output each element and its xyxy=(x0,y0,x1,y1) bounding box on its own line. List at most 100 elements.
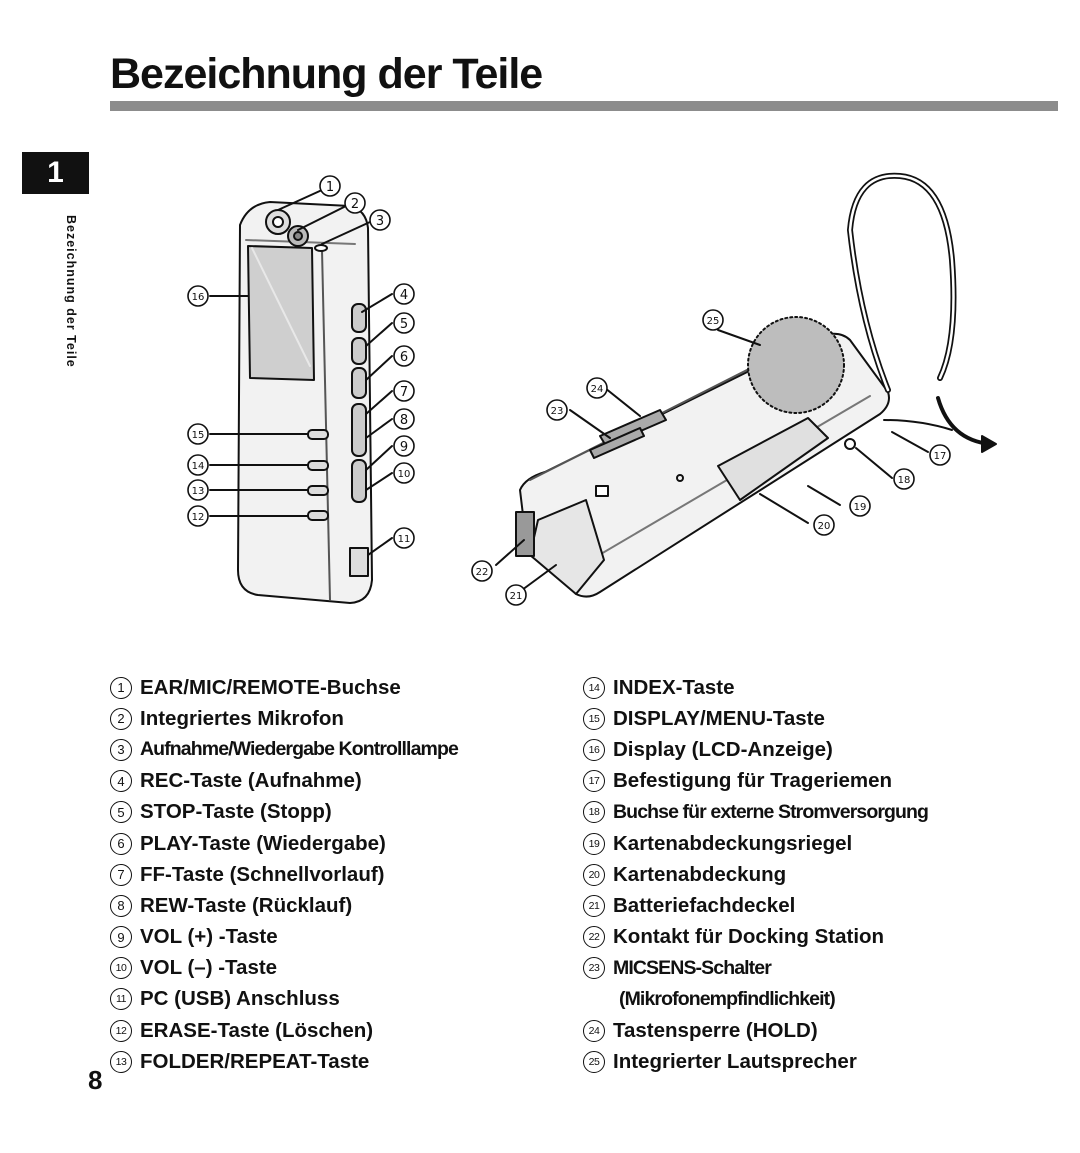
legend-text: INDEX-Taste xyxy=(613,675,735,699)
callout-4: 4 xyxy=(393,283,415,305)
legend-text: Aufnahme/Wiedergabe Kontrolllampe xyxy=(140,738,459,761)
svg-text:1: 1 xyxy=(326,180,334,195)
callout-19: 19 xyxy=(849,495,871,517)
legend-text: Befestigung für Trageriemen xyxy=(613,769,893,793)
legend-number: 1 xyxy=(110,676,132,699)
legend-item-19: 19 Kartenabdeckungsriegel xyxy=(583,828,928,859)
legend-item-5: 5 STOP-Taste (Stopp) xyxy=(110,797,458,828)
svg-text:16: 16 xyxy=(192,292,205,303)
callout-18: 18 xyxy=(893,468,915,490)
legend-number: 24 xyxy=(583,1019,605,1042)
index-key xyxy=(307,460,329,471)
callout-20: 20 xyxy=(813,514,835,536)
folder-repeat-key xyxy=(307,485,329,496)
legend-text: PC (USB) Anschluss xyxy=(140,987,340,1011)
legend-text: Batteriefachdeckel xyxy=(613,893,796,917)
svg-text:2: 2 xyxy=(351,197,359,212)
legend-number: 8 xyxy=(110,894,132,917)
callout-22: 22 xyxy=(471,560,493,582)
legend-text: Kontakt für Docking Station xyxy=(613,925,885,949)
volume-button xyxy=(351,459,367,503)
legend-number: 19 xyxy=(583,832,605,855)
legend-text: STOP-Taste (Stopp) xyxy=(140,800,332,824)
usb-port xyxy=(349,547,369,577)
legend-number: 17 xyxy=(583,770,605,793)
legend-text: Kartenabdeckungsriegel xyxy=(613,831,853,855)
svg-text:8: 8 xyxy=(400,413,408,428)
legend-number: 15 xyxy=(583,707,605,730)
callout-5: 5 xyxy=(393,312,415,334)
svg-text:25: 25 xyxy=(707,316,720,327)
callout-25: 25 xyxy=(702,309,724,331)
svg-text:22: 22 xyxy=(476,567,489,578)
legend-text: VOL (+) -Taste xyxy=(140,925,278,949)
legend-item-24: 24 Tastensperre (HOLD) xyxy=(583,1015,928,1046)
legend-text: FF-Taste (Schnellvorlauf) xyxy=(140,862,385,886)
svg-text:7: 7 xyxy=(400,385,408,400)
svg-text:3: 3 xyxy=(376,214,384,229)
legend-item-15: 15 DISPLAY/MENU-Taste xyxy=(583,703,928,734)
legend-text: DISPLAY/MENU-Taste xyxy=(613,706,825,730)
svg-text:19: 19 xyxy=(854,502,867,513)
legend-number: 10 xyxy=(110,957,132,980)
callout-24: 24 xyxy=(586,377,608,399)
chapter-tab: 1 xyxy=(22,152,89,194)
record-led xyxy=(314,244,328,252)
docking-contact xyxy=(515,511,535,557)
erase-key xyxy=(307,510,329,521)
legend-item-13: 13 FOLDER/REPEAT-Taste xyxy=(110,1046,458,1077)
legend-text: MICSENS-Schalter xyxy=(613,956,772,979)
legend-text: Integrierter Lautsprecher xyxy=(613,1049,857,1073)
callout-23: 23 xyxy=(546,399,568,421)
legend-text: ERASE-Taste (Löschen) xyxy=(140,1018,374,1042)
svg-text:10: 10 xyxy=(398,469,411,480)
legend-number: 21 xyxy=(583,894,605,917)
svg-text:23: 23 xyxy=(551,406,564,417)
legend-item-8: 8 REW-Taste (Rücklauf) xyxy=(110,890,458,921)
legend-item-23-continuation: (Mikrofonempfindlichkeit) xyxy=(583,984,928,1015)
legend-item-11: 11 PC (USB) Anschluss xyxy=(110,984,458,1015)
legend-item-17: 17 Befestigung für Trageriemen xyxy=(583,766,928,797)
stop-button xyxy=(351,337,367,365)
callout-9: 9 xyxy=(393,435,415,457)
svg-text:14: 14 xyxy=(192,461,205,472)
callout-2: 2 xyxy=(344,192,366,214)
callout-6: 6 xyxy=(393,345,415,367)
legend-text: REW-Taste (Rücklauf) xyxy=(140,893,353,917)
callout-14: 14 xyxy=(187,454,209,476)
callout-13: 13 xyxy=(187,479,209,501)
legend-number: 13 xyxy=(110,1050,132,1073)
legend-number: 2 xyxy=(110,707,132,730)
legend-number: 11 xyxy=(110,988,132,1011)
svg-text:18: 18 xyxy=(898,475,911,486)
svg-text:17: 17 xyxy=(934,451,947,462)
svg-text:24: 24 xyxy=(591,384,604,395)
page-title: Bezeichnung der Teile xyxy=(110,50,543,98)
legend-number: 22 xyxy=(583,926,605,949)
callout-16: 16 xyxy=(187,285,209,307)
svg-text:20: 20 xyxy=(818,521,831,532)
legend-number: 18 xyxy=(583,801,605,824)
svg-text:6: 6 xyxy=(400,350,408,365)
legend-number: 6 xyxy=(110,832,132,855)
legend-text: FOLDER/REPEAT-Taste xyxy=(140,1049,370,1073)
legend-number: 5 xyxy=(110,801,132,824)
legend-text: Display (LCD-Anzeige) xyxy=(613,737,833,761)
callout-17: 17 xyxy=(929,444,951,466)
legend-text: Tastensperre (HOLD) xyxy=(613,1018,818,1042)
lcd-display xyxy=(247,245,315,381)
legend-text: Kartenabdeckung xyxy=(613,862,787,886)
legend-item-22: 22 Kontakt für Docking Station xyxy=(583,922,928,953)
